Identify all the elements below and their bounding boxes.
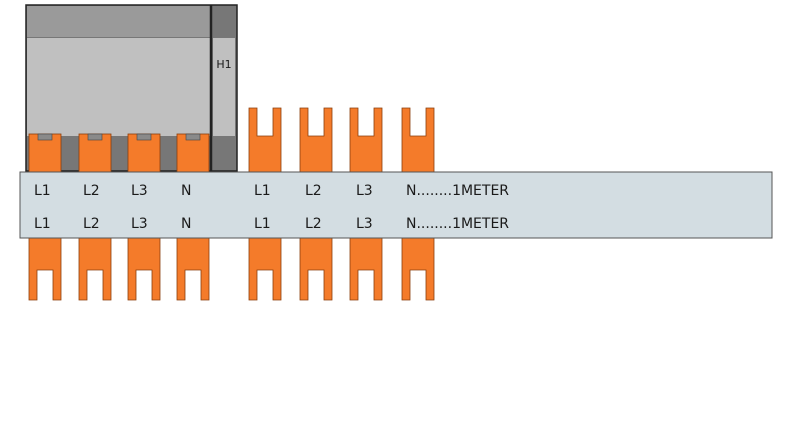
top-label-3: L3 xyxy=(131,183,148,199)
bottom-label-3: L3 xyxy=(131,216,148,232)
top-label-8: N........1METER xyxy=(406,183,509,199)
bottom-fork-1 xyxy=(28,237,62,301)
device-side-panel xyxy=(213,38,235,136)
bottom-label-1: L1 xyxy=(34,216,51,232)
bottom-fork-2 xyxy=(78,237,112,301)
top-terminal-screw-1 xyxy=(37,133,53,141)
bottom-fork-6 xyxy=(299,237,333,301)
top-terminal-1 xyxy=(28,133,62,173)
bottom-fork-3 xyxy=(127,237,161,301)
top-label-1: L1 xyxy=(34,183,51,199)
bottom-label-6: L2 xyxy=(305,216,322,232)
top-terminal-3 xyxy=(127,133,161,173)
top-fork-5 xyxy=(248,107,282,173)
top-terminal-screw-2 xyxy=(87,133,103,141)
top-label-4: N xyxy=(181,183,191,199)
device-body xyxy=(27,38,210,136)
device-module: H1 xyxy=(25,4,238,172)
top-fork-8 xyxy=(401,107,435,173)
bottom-label-2: L2 xyxy=(83,216,100,232)
bottom-label-4: N xyxy=(181,216,191,232)
bottom-fork-5 xyxy=(248,237,282,301)
busbar-bottom-row-labels: L1 L2 L3 N L1 L2 L3 N........1METER xyxy=(34,216,509,232)
busbar-teeth xyxy=(28,107,435,301)
bottom-fork-7 xyxy=(349,237,383,301)
device-top-cap xyxy=(27,6,210,37)
bottom-fork-8 xyxy=(401,237,435,301)
bottom-fork-4 xyxy=(176,237,210,301)
bottom-label-8: N........1METER xyxy=(406,216,509,232)
top-label-2: L2 xyxy=(83,183,100,199)
top-terminal-2 xyxy=(78,133,112,173)
top-label-5: L1 xyxy=(254,183,271,199)
busbar-top-row-labels: L1 L2 L3 N L1 L2 L3 N........1METER xyxy=(34,183,509,199)
bottom-label-5: L1 xyxy=(254,216,271,232)
bottom-label-7: L3 xyxy=(356,216,373,232)
top-terminal-screw-4 xyxy=(185,133,201,141)
busbar xyxy=(19,171,773,239)
top-fork-6 xyxy=(299,107,333,173)
top-terminal-screw-3 xyxy=(136,133,152,141)
top-label-6: L2 xyxy=(305,183,322,199)
top-label-7: L3 xyxy=(356,183,373,199)
top-fork-7 xyxy=(349,107,383,173)
device-label: H1 xyxy=(216,58,231,71)
